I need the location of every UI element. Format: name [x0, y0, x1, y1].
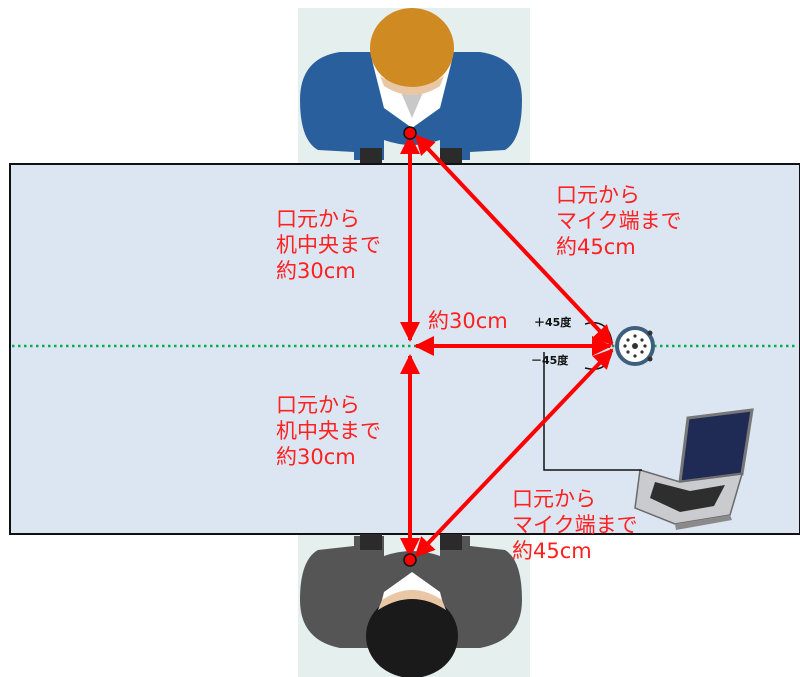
- angle-label-plus: ＋45度: [534, 316, 572, 329]
- mouth-point-bottom: [403, 553, 417, 567]
- label-bottom-to-center: 口元から 机中央まで 約30cm: [276, 393, 381, 469]
- mouth-point-top: [403, 126, 417, 140]
- label-center-to-mic: 約30cm: [428, 309, 508, 333]
- label-top-to-center: 口元から 机中央まで 約30cm: [276, 207, 381, 283]
- laptop-icon: [634, 408, 754, 530]
- label-bottom-to-mic: 口元から マイク端まで 約45cm: [512, 487, 638, 563]
- angle-label-minus: －45度: [531, 354, 569, 367]
- person-top-icon: [300, 8, 522, 166]
- arrow-top-to-mic: [414, 134, 614, 346]
- label-top-to-mic: 口元から マイク端まで 約45cm: [556, 183, 682, 259]
- microphone-icon: [615, 326, 655, 366]
- arrow-bottom-to-mic: [414, 348, 614, 558]
